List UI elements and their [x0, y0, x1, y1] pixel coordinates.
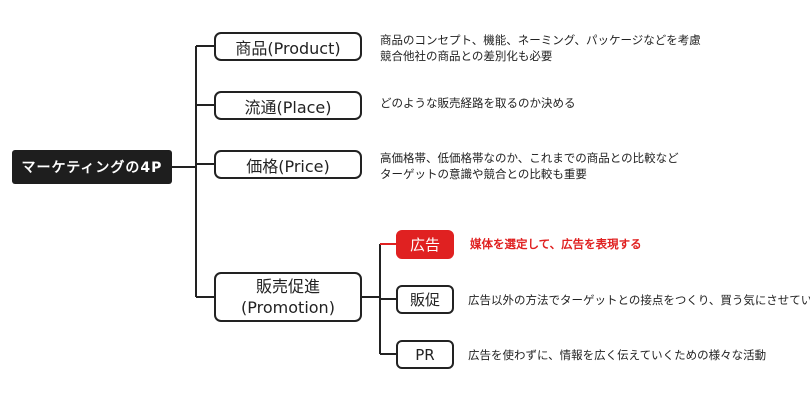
category-label-line1: 販売促進	[255, 277, 320, 296]
description-line: 商品のコンセプト、機能、ネーミング、パッケージなどを考慮	[380, 33, 701, 47]
advertising-description: 媒体を選定して、広告を表現する	[470, 236, 642, 252]
pr-description: 広告を使わずに、情報を広く伝えていくための様々な活動	[468, 347, 766, 363]
promotion-item-label: 販促	[409, 291, 440, 309]
description-line: 競合他社の商品との差別化も必要	[380, 49, 553, 63]
category-promotion: 販売促進 (Promotion)	[214, 272, 362, 322]
description-line: どのような販売経路を取るのか決める	[380, 96, 576, 110]
category-product: 商品(Product)	[214, 32, 362, 61]
category-label: 流通(Place)	[244, 97, 332, 117]
category-label-line2: (Promotion)	[241, 298, 335, 317]
description-line: 広告を使わずに、情報を広く伝えていくための様々な活動	[468, 348, 767, 362]
description-line: 広告以外の方法でターゲットとの接点をつくり、買う気にさせていく	[468, 293, 810, 307]
promotion-item-sales-promotion: 販促	[396, 285, 454, 314]
sales-promotion-description: 広告以外の方法でターゲットとの接点をつくり、買う気にさせていく	[468, 292, 810, 308]
product-description: 商品のコンセプト、機能、ネーミング、パッケージなどを考慮 競合他社の商品との差別…	[380, 32, 701, 64]
root-node: マーケティングの4P	[12, 150, 172, 184]
category-place: 流通(Place)	[214, 91, 362, 120]
promotion-item-pr: PR	[396, 340, 454, 369]
category-label: 商品(Product)	[235, 38, 341, 58]
place-description: どのような販売経路を取るのか決める	[380, 95, 576, 111]
category-label: 価格(Price)	[246, 156, 330, 176]
promotion-item-advertising: 広告	[396, 230, 454, 259]
description-line: 高価格帯、低価格帯なのか、これまでの商品との比較など	[380, 151, 679, 165]
description-line: 媒体を選定して、広告を表現する	[470, 237, 642, 251]
price-description: 高価格帯、低価格帯なのか、これまでの商品との比較など ターゲットの意識や競合との…	[380, 150, 679, 182]
promotion-item-label: PR	[415, 345, 435, 364]
promotion-item-label: 広告	[409, 236, 440, 254]
category-price: 価格(Price)	[214, 150, 362, 179]
root-label: マーケティングの4P	[21, 160, 163, 176]
description-line: ターゲットの意識や競合との比較も重要	[380, 167, 587, 181]
